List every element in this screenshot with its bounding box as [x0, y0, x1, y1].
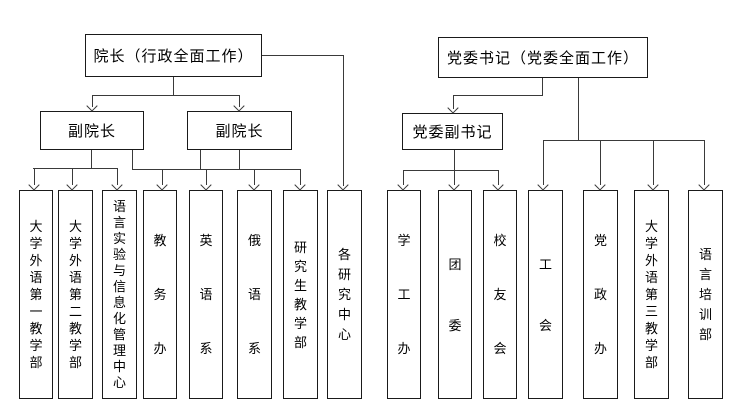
connector-line	[600, 140, 601, 185]
connector-line	[343, 55, 344, 186]
box-student-affairs-office: 学工办	[387, 190, 421, 399]
connector-line	[92, 95, 93, 107]
arrow-down-icon	[448, 179, 460, 191]
box-party-admin-office: 党政办	[583, 190, 618, 399]
connector-line	[542, 78, 543, 95]
arrow-down-icon	[537, 179, 549, 191]
connector-line	[403, 170, 499, 171]
arrow-down-icon	[66, 179, 78, 191]
connector-line	[543, 140, 705, 141]
connector-line	[403, 170, 404, 185]
arrow-down-icon	[294, 179, 306, 191]
arrow-down-icon	[397, 179, 409, 191]
arrow-down-icon	[337, 179, 349, 191]
connector-line	[173, 77, 174, 95]
arrow-down-icon	[594, 179, 606, 191]
connector-line	[132, 169, 301, 170]
connector-line	[262, 55, 343, 56]
box-academic-affairs-office: 教务办	[143, 190, 177, 399]
connector-line	[239, 95, 240, 107]
connector-line	[92, 95, 240, 96]
box-alumni-association: 校友会	[483, 190, 517, 399]
box-college-english-dept-2: 大学外语第二教学部	[58, 190, 93, 399]
connector-line	[453, 95, 543, 96]
connector-line	[704, 140, 705, 185]
connector-line	[653, 140, 654, 185]
arrow-down-icon	[111, 179, 123, 191]
connector-line	[300, 169, 301, 185]
connector-line	[453, 95, 454, 109]
box-college-english-dept-3: 大学外语第三教学部	[634, 190, 669, 399]
arrow-down-icon	[28, 179, 40, 191]
box-language-lab-info-center: 语言实验与信息化管理中心	[102, 190, 137, 399]
arrow-down-icon	[647, 179, 659, 191]
arrow-down-icon	[698, 179, 710, 191]
box-research-centers: 各研究中心	[327, 190, 362, 399]
box-english-department: 英语系	[189, 190, 223, 399]
connector-line	[578, 78, 579, 140]
arrow-down-icon	[447, 102, 459, 114]
connector-line	[200, 150, 201, 169]
arrow-down-icon	[200, 179, 212, 191]
box-dean: 院长（行政全面工作）	[85, 34, 262, 77]
connector-line	[72, 168, 73, 185]
connector-line	[132, 150, 133, 169]
box-college-english-dept-1: 大学外语第一教学部	[19, 190, 53, 399]
connector-line	[454, 150, 455, 170]
box-vice-dean-left: 副院长	[40, 111, 144, 150]
connector-line	[498, 170, 499, 185]
connector-line	[91, 150, 92, 168]
box-language-training-dept: 语言培训部	[688, 190, 723, 399]
connector-line	[254, 169, 255, 185]
box-deputy-party-secretary: 党委副书记	[402, 113, 503, 150]
arrow-down-icon	[156, 179, 168, 191]
arrow-down-icon	[248, 179, 260, 191]
box-party-secretary: 党委书记（党委全面工作）	[438, 37, 648, 78]
box-labor-union: 工会	[528, 190, 563, 399]
connector-line	[206, 169, 207, 185]
box-vice-dean-right: 副院长	[187, 111, 292, 150]
box-youth-league: 团委	[438, 190, 472, 399]
arrow-down-icon	[86, 100, 98, 112]
box-russian-department: 俄语系	[237, 190, 272, 399]
arrow-down-icon	[492, 179, 504, 191]
connector-line	[454, 170, 455, 185]
arrow-down-icon	[233, 100, 245, 112]
connector-line	[162, 169, 163, 185]
connector-line	[543, 140, 544, 185]
connector-line	[34, 168, 35, 185]
box-graduate-teaching-dept: 研究生教学部	[283, 190, 318, 399]
connector-line	[117, 168, 118, 185]
connector-line	[33, 168, 118, 169]
connector-line	[239, 150, 240, 169]
